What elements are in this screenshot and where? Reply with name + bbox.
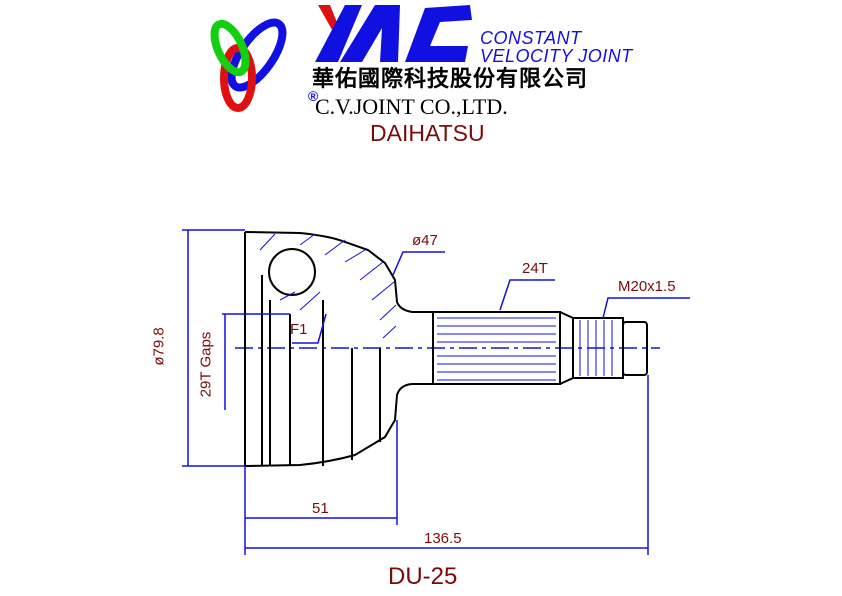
logo-rings (210, 18, 287, 112)
company-name-english: C.V.JOINT CO.,LTD. (315, 94, 508, 119)
dimension-lines (182, 229, 690, 555)
feature-label: F1 (290, 321, 308, 338)
spline-hatching (259, 233, 613, 381)
shaft-spline-label: 24T (522, 260, 548, 277)
tagline-line1: CONSTANT (480, 28, 582, 48)
length-51-label: 51 (312, 500, 329, 517)
tagline-line2: VELOCITY JOINT (480, 46, 633, 66)
thread-label: M20x1.5 (618, 278, 676, 295)
inner-spline-label: 29T Gaps (197, 331, 215, 398)
part-number: DU-25 (388, 563, 458, 590)
outer-diameter-label: ø79.8 (150, 327, 168, 366)
overall-length-label: 136.5 (424, 530, 462, 547)
registered-mark: ® (308, 88, 319, 104)
yac-logo (315, 5, 472, 62)
company-name-chinese: 華佑國際科技股份有限公司 (312, 66, 589, 92)
vehicle-make: DAIHATSU (370, 120, 485, 146)
joint-outline (244, 231, 648, 467)
seal-diameter-label: ø47 (412, 232, 438, 249)
